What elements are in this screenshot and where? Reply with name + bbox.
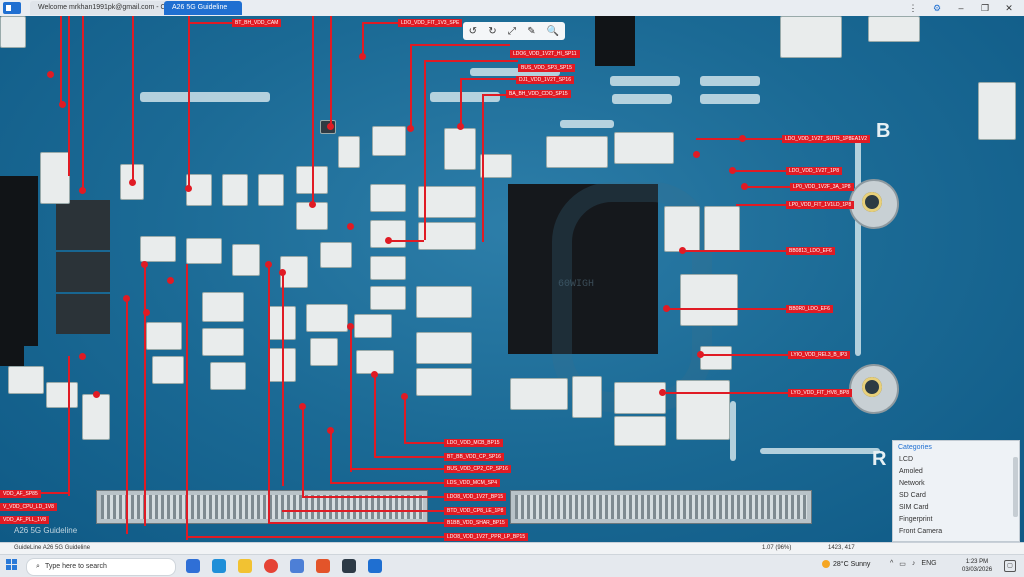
tab-orion-welcome[interactable]: Welcome mrkhan1991pk@gmail.com - Orion bbox=[30, 1, 178, 15]
categories-panel: Categories LCD Amoled Network SD Card SI… bbox=[892, 440, 1020, 542]
more-menu-icon[interactable]: ⋮ bbox=[908, 2, 918, 13]
app-icon[interactable] bbox=[316, 559, 330, 573]
pin-label[interactable]: LDO8_VDD_1V2T_BP15 bbox=[444, 493, 507, 501]
pin-label[interactable]: V_VDD_CPU_LD_1V8 bbox=[0, 503, 57, 511]
windows-taskbar: ⌕Type here to search 28°C Sunny ^ ▭ ♪ EN… bbox=[0, 554, 1024, 577]
cursor-coords: 1423, 417 bbox=[828, 545, 855, 551]
pin-label[interactable]: DJ1_VDD_1V2T_SP16 bbox=[516, 76, 574, 84]
network-icon[interactable]: ▭ bbox=[899, 561, 906, 568]
app-icon[interactable] bbox=[342, 559, 356, 573]
status-title: GuideLine A26 5G Guideline bbox=[14, 545, 91, 551]
antenna-connector-b bbox=[849, 179, 899, 229]
pin-label[interactable]: B1BB_VDD_SHAR_BP15 bbox=[444, 519, 508, 527]
rotate-right-icon[interactable]: ↻ bbox=[488, 25, 497, 37]
system-tray: ^ ▭ ♪ ENG bbox=[890, 560, 937, 568]
category-item[interactable]: Fingerprint bbox=[899, 516, 933, 523]
category-item[interactable]: SIM Card bbox=[899, 504, 929, 511]
rotate-left-icon[interactable]: ↺ bbox=[468, 25, 478, 37]
chevron-up-icon[interactable]: ^ bbox=[890, 560, 894, 567]
guideline-watermark: A26 5G Guideline bbox=[14, 526, 78, 535]
language-indicator[interactable]: ENG bbox=[921, 560, 937, 567]
pin-label[interactable]: VDD_AF_SP85 bbox=[0, 490, 41, 498]
pin-label[interactable]: LDO_VDD_FIT_1V3_SPE bbox=[398, 19, 463, 27]
weather-widget[interactable]: 28°C Sunny bbox=[822, 560, 870, 568]
window-controls: ⋮ ⚙ – ❐ ✕ bbox=[906, 0, 1024, 16]
category-item[interactable]: Amoled bbox=[899, 468, 923, 475]
pin-label[interactable]: BTD_VDD_CP8_LE_1P8 bbox=[444, 507, 507, 515]
task-view-icon[interactable] bbox=[186, 559, 200, 573]
pin-label[interactable]: BB0R0_LDO_EF6 bbox=[786, 305, 833, 313]
close-button[interactable]: ✕ bbox=[1005, 2, 1013, 13]
category-item[interactable]: LCD bbox=[899, 456, 914, 463]
edge-browser-icon[interactable] bbox=[212, 559, 226, 573]
pin-label[interactable]: BT_BH_VDD_CAM bbox=[232, 19, 282, 27]
maximize-button[interactable]: ❐ bbox=[980, 2, 990, 13]
pin-label[interactable]: LP0_VDD_1V2F_3A_1P8 bbox=[790, 183, 854, 191]
pin-label[interactable]: LYO_VDD_FIT_HV8_BP8 bbox=[788, 389, 852, 397]
minimize-button[interactable]: – bbox=[958, 3, 964, 13]
taskbar-clock[interactable]: 1:23 PM 03/03/2026 bbox=[962, 559, 993, 573]
volume-icon[interactable]: ♪ bbox=[911, 560, 916, 567]
pin-label[interactable]: BUS_VDD_CP2_CP_SP16 bbox=[444, 465, 511, 473]
pin-label[interactable]: LDO_VDD_MCB_BP15 bbox=[444, 439, 503, 447]
pcb-board-image[interactable]: 60WIGH B R bbox=[0, 16, 1024, 542]
pin-label[interactable]: BA_BH_VDD_CDO_SP15 bbox=[506, 90, 571, 98]
viewer-status-bar: GuideLine A26 5G Guideline 1.07 (96%) 14… bbox=[0, 542, 1024, 555]
pin-label[interactable]: BB0813_LDO_EF6 bbox=[786, 247, 835, 255]
browser-titlebar: Welcome mrkhan1991pk@gmail.com - Orion A… bbox=[0, 0, 1024, 17]
app-icon[interactable] bbox=[290, 559, 304, 573]
category-item[interactable]: Front Camera bbox=[899, 528, 943, 535]
chip-marking: 60WIGH bbox=[558, 279, 595, 290]
category-item[interactable]: SD Card bbox=[899, 492, 926, 499]
pin-label[interactable]: LDS_VDD_MCM_SP4 bbox=[444, 479, 501, 487]
categories-scrollbar[interactable] bbox=[1013, 457, 1018, 517]
browser-menu-icon[interactable] bbox=[3, 2, 21, 14]
windows-start-icon[interactable] bbox=[6, 559, 18, 571]
pin-label[interactable]: LDO_VDD_1V2T_1P8 bbox=[786, 167, 843, 175]
zoom-level: 1.07 (96%) bbox=[762, 545, 792, 551]
pin-label[interactable]: VDD_AF_PLL_1V8 bbox=[0, 516, 50, 524]
taskbar-search-input[interactable]: ⌕Type here to search bbox=[26, 558, 176, 576]
chrome-icon[interactable] bbox=[264, 559, 278, 573]
pin-label[interactable]: LDO6_VDD_1V2T_HI_SP11 bbox=[510, 50, 580, 58]
search-icon[interactable]: 🔍 bbox=[546, 25, 560, 37]
orion-browser-icon[interactable] bbox=[368, 559, 382, 573]
tab-a26-guideline[interactable]: A26 5G Guideline bbox=[164, 1, 242, 15]
pin-label[interactable]: LDO8_VDD_1V2T_PPR_LP_BP15 bbox=[444, 533, 529, 541]
image-viewer-toolbar: ↺ ↻ ⤢ ✎ 🔍 bbox=[463, 22, 565, 40]
sun-icon bbox=[822, 560, 830, 568]
categories-title: Categories bbox=[898, 444, 932, 451]
board-letter-r: R bbox=[872, 448, 887, 470]
pin-label[interactable]: LYIO_VDD_REL3_B_IP3 bbox=[788, 351, 851, 359]
antenna-connector-r bbox=[849, 364, 899, 414]
settings-gear-icon[interactable]: ⚙ bbox=[932, 2, 942, 13]
search-icon: ⌕ bbox=[36, 563, 40, 570]
pin-label[interactable]: LP0_VDD_FIT_1V1LD_1P8 bbox=[786, 201, 855, 209]
notification-icon[interactable]: ▢ bbox=[1004, 560, 1016, 572]
pin-label[interactable]: BT_BB_VDD_CP_SP16 bbox=[444, 453, 504, 461]
board-letter-b: B bbox=[876, 120, 891, 142]
file-explorer-icon[interactable] bbox=[238, 559, 252, 573]
pin-label[interactable]: BUS_VDD_SP3_SP15 bbox=[518, 64, 575, 72]
edit-icon[interactable]: ✎ bbox=[527, 25, 536, 37]
fit-screen-icon[interactable]: ⤢ bbox=[507, 25, 516, 37]
category-item[interactable]: Network bbox=[899, 480, 925, 487]
pin-label[interactable]: LDO_VDD_1V2T_SUTR_1P8EA1V2 bbox=[782, 135, 870, 143]
